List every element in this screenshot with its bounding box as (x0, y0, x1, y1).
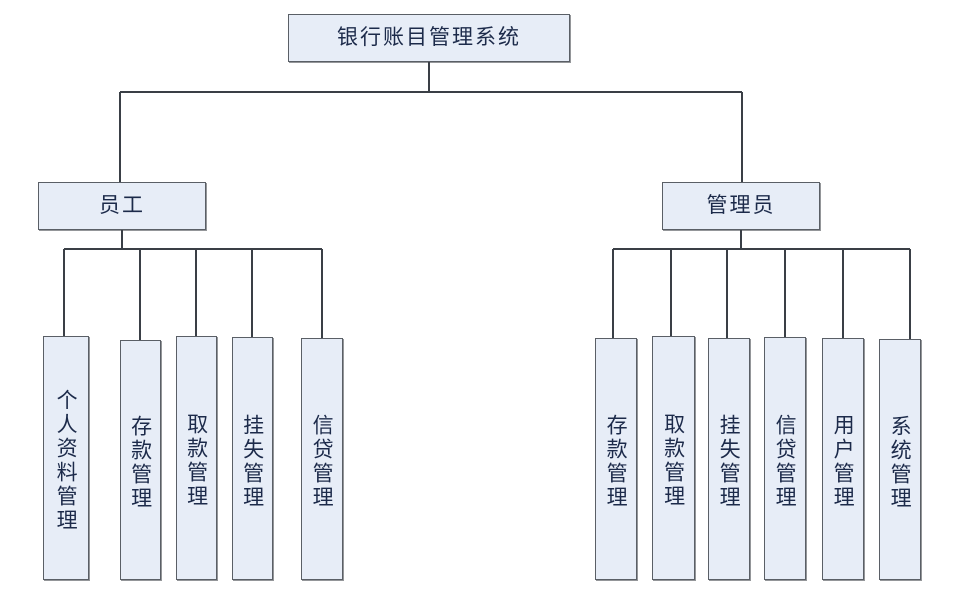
leaf-node[interactable]: 挂失管理 (232, 337, 273, 580)
leaf-node[interactable]: 用户管理 (822, 338, 864, 580)
leaf-node[interactable]: 存款管理 (595, 338, 637, 580)
leaf-node-label: 存款管理 (128, 415, 153, 511)
branch-node-administrator[interactable]: 管理员 (662, 182, 820, 230)
leaf-node[interactable]: 个人资料管理 (43, 336, 89, 580)
leaf-node[interactable]: 系统管理 (879, 339, 921, 580)
leaf-node[interactable]: 存款管理 (120, 340, 161, 580)
leaf-node-label: 取款管理 (661, 413, 686, 509)
leaf-node-label: 存款管理 (604, 414, 629, 510)
leaf-node[interactable]: 信贷管理 (764, 337, 806, 580)
leaf-node-label: 用户管理 (831, 414, 856, 510)
branch-node-label: 员工 (99, 193, 145, 218)
leaf-node-label: 个人资料管理 (54, 389, 79, 533)
leaf-node-label: 信贷管理 (310, 414, 335, 510)
branch-node-employee[interactable]: 员工 (38, 182, 206, 230)
root-node-label: 银行账目管理系统 (337, 25, 521, 50)
root-node-bank-account-management-system[interactable]: 银行账目管理系统 (288, 14, 570, 62)
leaf-node-label: 系统管理 (888, 414, 913, 511)
leaf-node-label: 挂失管理 (240, 413, 265, 510)
leaf-node-label: 取款管理 (184, 413, 209, 509)
leaf-node[interactable]: 取款管理 (176, 336, 217, 580)
branch-node-label: 管理员 (706, 193, 776, 218)
leaf-node-label: 信贷管理 (773, 413, 798, 510)
leaf-node-label: 挂失管理 (717, 414, 742, 510)
leaf-node[interactable]: 挂失管理 (708, 338, 750, 580)
leaf-node[interactable]: 取款管理 (652, 336, 695, 580)
leaf-node[interactable]: 信贷管理 (301, 338, 343, 580)
